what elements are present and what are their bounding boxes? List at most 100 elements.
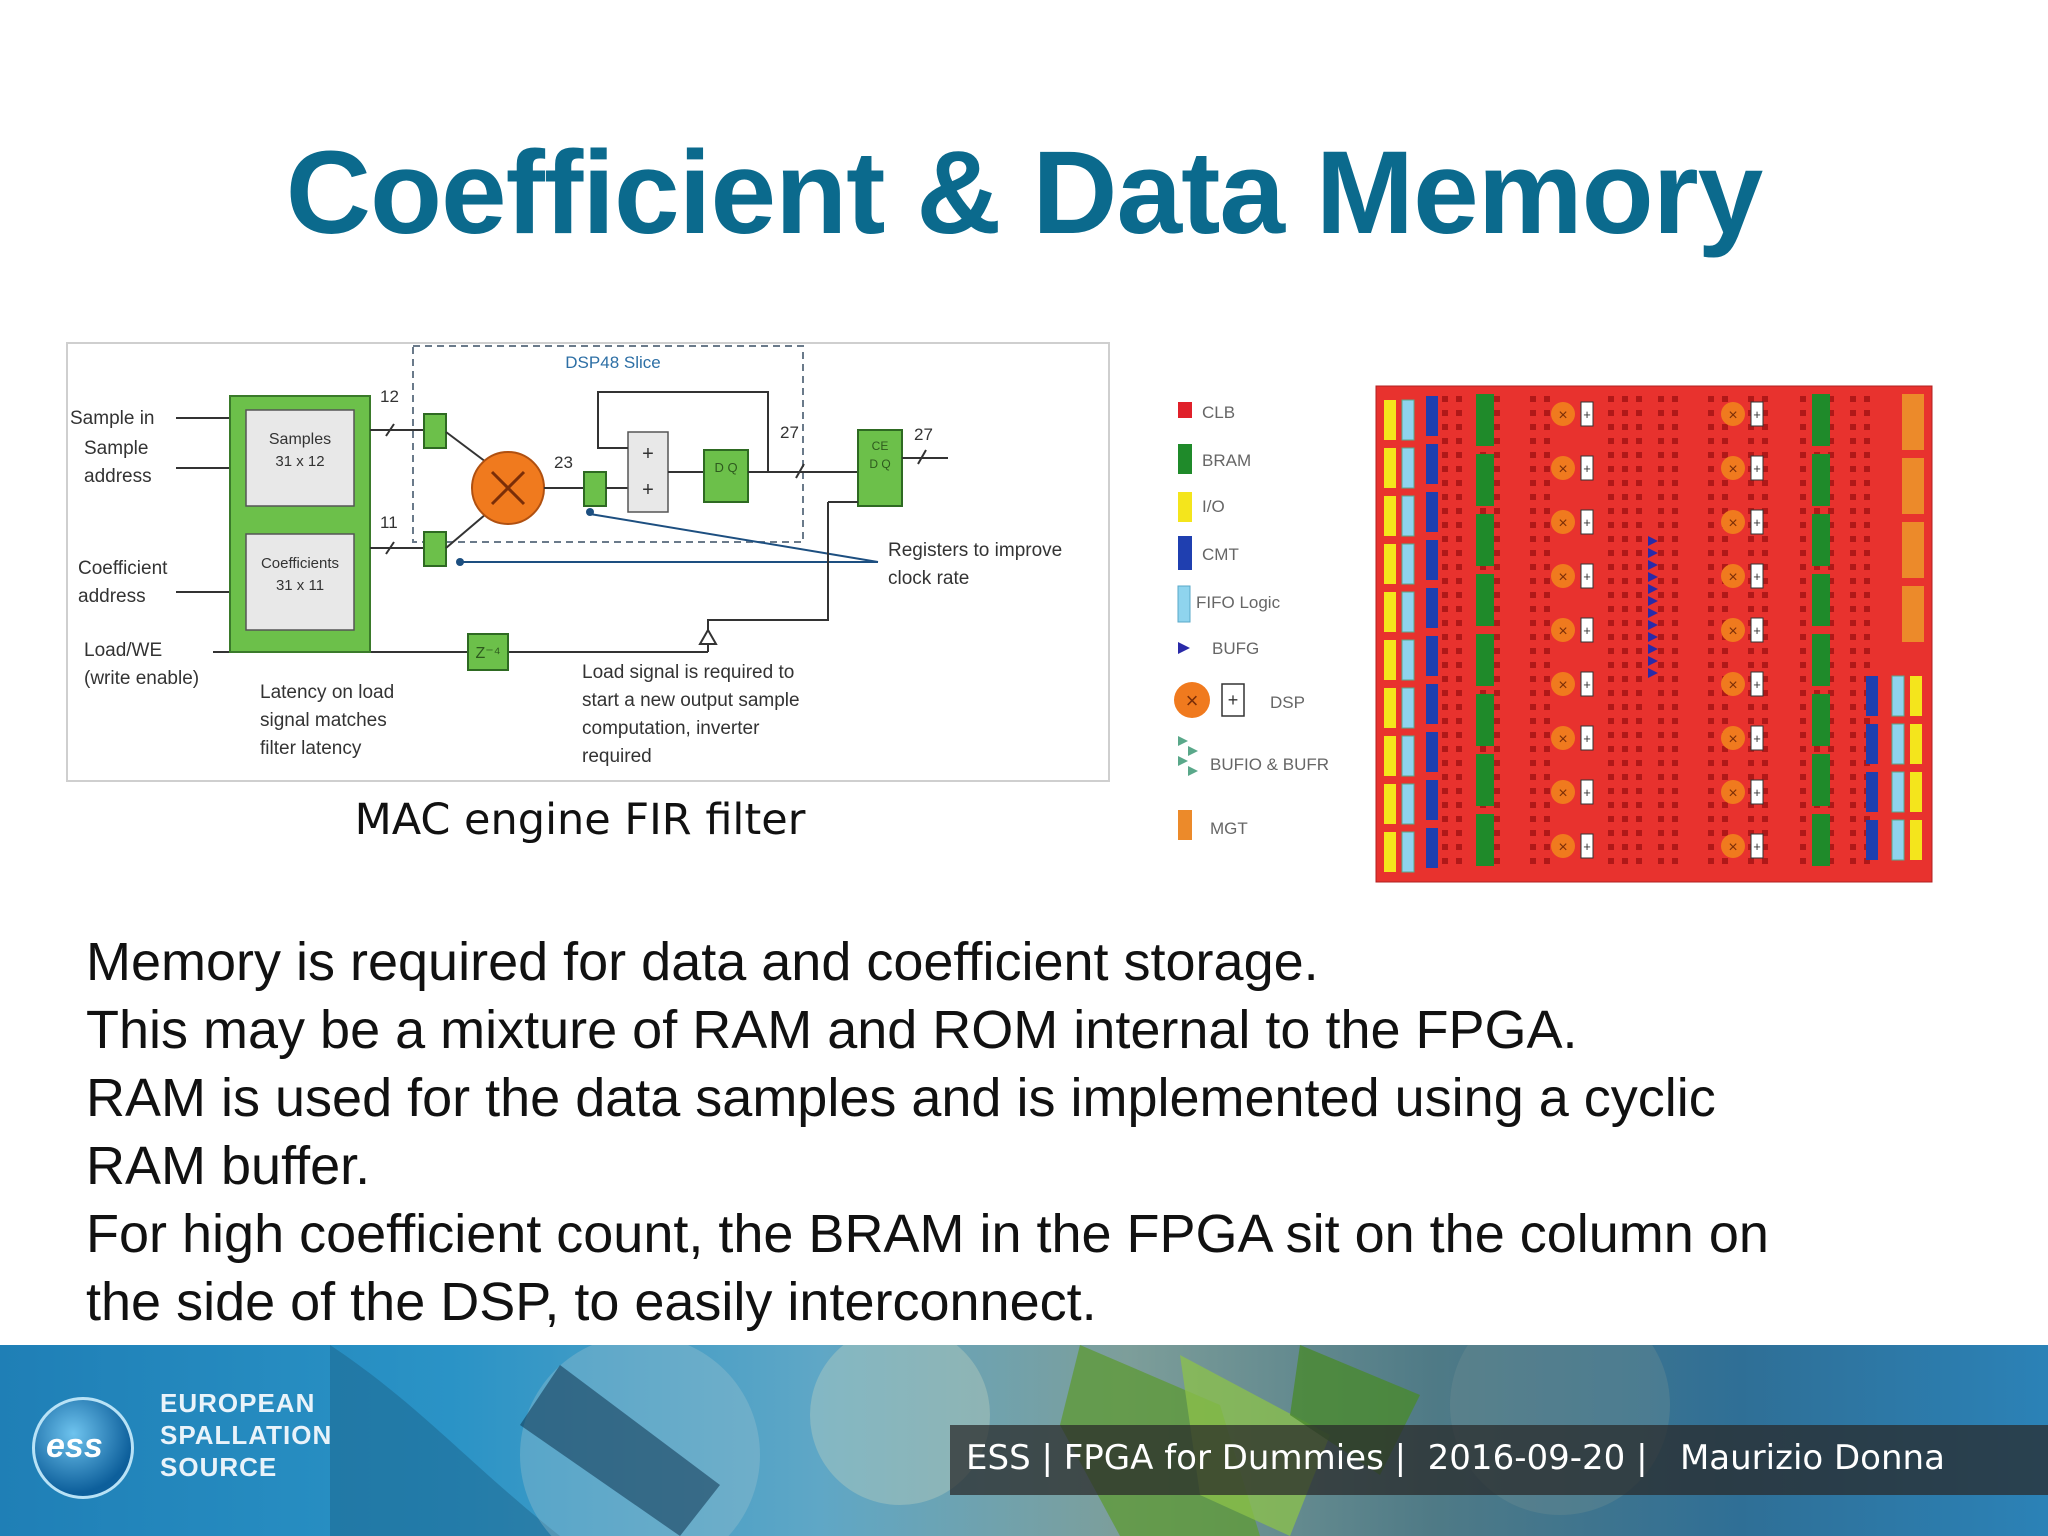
clb-cell — [1708, 620, 1714, 626]
clb-cell — [1722, 774, 1728, 780]
clb-cell — [1708, 816, 1714, 822]
clb-cell — [1800, 774, 1806, 780]
bufg-marker — [1648, 536, 1658, 546]
clb-cell — [1658, 704, 1664, 710]
clb-cell — [1748, 858, 1754, 864]
dsp-multiplier — [1721, 510, 1745, 534]
dsp-multiplier — [1721, 564, 1745, 588]
dsp-multiplier — [1551, 510, 1575, 534]
clb-cell — [1494, 732, 1500, 738]
sample-address-label-2: address — [84, 466, 152, 487]
clb-cell — [1608, 648, 1614, 654]
clb-cell — [1480, 746, 1486, 752]
clb-cell — [1622, 480, 1628, 486]
clb-cell — [1672, 718, 1678, 724]
load-note-2: start a new output sample — [582, 690, 800, 711]
clb-cell — [1608, 578, 1614, 584]
bufg-marker — [1648, 644, 1658, 654]
clb-cell — [1828, 788, 1834, 794]
clb-cell — [1636, 634, 1642, 640]
clb-cell — [1456, 480, 1462, 486]
clb-cell — [1636, 508, 1642, 514]
svg-text:×: × — [1728, 461, 1737, 478]
cmt-block — [1426, 444, 1438, 484]
clb-cell — [1544, 438, 1550, 444]
coefficients-label: Coefficients — [261, 555, 339, 572]
clb-cell — [1672, 816, 1678, 822]
clb-cell — [1828, 746, 1834, 752]
clb-cell — [1544, 480, 1550, 486]
bufg-marker — [1648, 548, 1658, 558]
clb-cell — [1494, 816, 1500, 822]
clb-cell — [1530, 480, 1536, 486]
io-block — [1384, 784, 1396, 824]
clb-cell — [1442, 494, 1448, 500]
clb-cell — [1456, 830, 1462, 836]
clb-cell — [1828, 410, 1834, 416]
clb-cell — [1828, 424, 1834, 430]
clb-cell — [1762, 536, 1768, 542]
dsp-multiplier — [1551, 834, 1575, 858]
clb-cell — [1622, 648, 1628, 654]
bufg-marker — [1648, 596, 1658, 606]
clb-cell — [1608, 718, 1614, 724]
clb-cell — [1672, 494, 1678, 500]
clb-cell — [1672, 858, 1678, 864]
clb-cell — [1544, 816, 1550, 822]
clb-cell — [1672, 466, 1678, 472]
body-line-5: For high coefficient count, the BRAM in … — [86, 1204, 1769, 1264]
clb-cell — [1658, 690, 1664, 696]
clb-cell — [1442, 466, 1448, 472]
clb-cell — [1530, 634, 1536, 640]
clb-cell — [1800, 648, 1806, 654]
dsp-adder — [1580, 833, 1594, 859]
clb-cell — [1864, 816, 1870, 822]
clb-cell — [1608, 844, 1614, 850]
footer-info-band — [950, 1425, 2048, 1495]
clb-cell — [1762, 522, 1768, 528]
clb-cell — [1544, 606, 1550, 612]
legend-mgt-swatch — [1178, 810, 1192, 840]
clb-cell — [1708, 634, 1714, 640]
clb-cell — [1708, 438, 1714, 444]
clb-cell — [1530, 844, 1536, 850]
cmt-block — [1426, 492, 1438, 532]
clb-cell — [1748, 396, 1754, 402]
clb-cell — [1672, 634, 1678, 640]
clb-cell — [1480, 508, 1486, 514]
coefficients-rom — [245, 533, 355, 631]
cmt-block — [1866, 820, 1878, 860]
clb-cell — [1658, 522, 1664, 528]
dsp-adder — [1580, 401, 1594, 427]
clb-cell — [1722, 452, 1728, 458]
fifo-block — [1401, 495, 1415, 537]
clb-cell — [1442, 634, 1448, 640]
clb-cell — [1672, 844, 1678, 850]
clb-cell — [1530, 760, 1536, 766]
clb-cell — [1530, 816, 1536, 822]
svg-text:+: + — [1753, 623, 1761, 638]
clb-cell — [1608, 858, 1614, 864]
dsp-multiplier — [1721, 402, 1745, 426]
clb-cell — [1800, 830, 1806, 836]
clb-cell — [1828, 676, 1834, 682]
clb-cell — [1814, 508, 1820, 514]
bufg-marker — [1648, 572, 1658, 582]
clb-cell — [1762, 410, 1768, 416]
clb-cell — [1544, 690, 1550, 696]
clb-cell — [1850, 396, 1856, 402]
clb-cell — [1762, 494, 1768, 500]
coefficient-register — [423, 531, 447, 567]
clb-cell — [1828, 536, 1834, 542]
clb-cell — [1850, 620, 1856, 626]
dsp-adder — [1750, 725, 1764, 751]
clb-cell — [1850, 774, 1856, 780]
clb-cell — [1636, 620, 1642, 626]
clb-cell — [1608, 634, 1614, 640]
bram-block — [1812, 394, 1830, 446]
clb-cell — [1722, 690, 1728, 696]
clb-cell — [1850, 578, 1856, 584]
clb-cell — [1456, 746, 1462, 752]
clb-cell — [1800, 634, 1806, 640]
clb-cell — [1494, 634, 1500, 640]
